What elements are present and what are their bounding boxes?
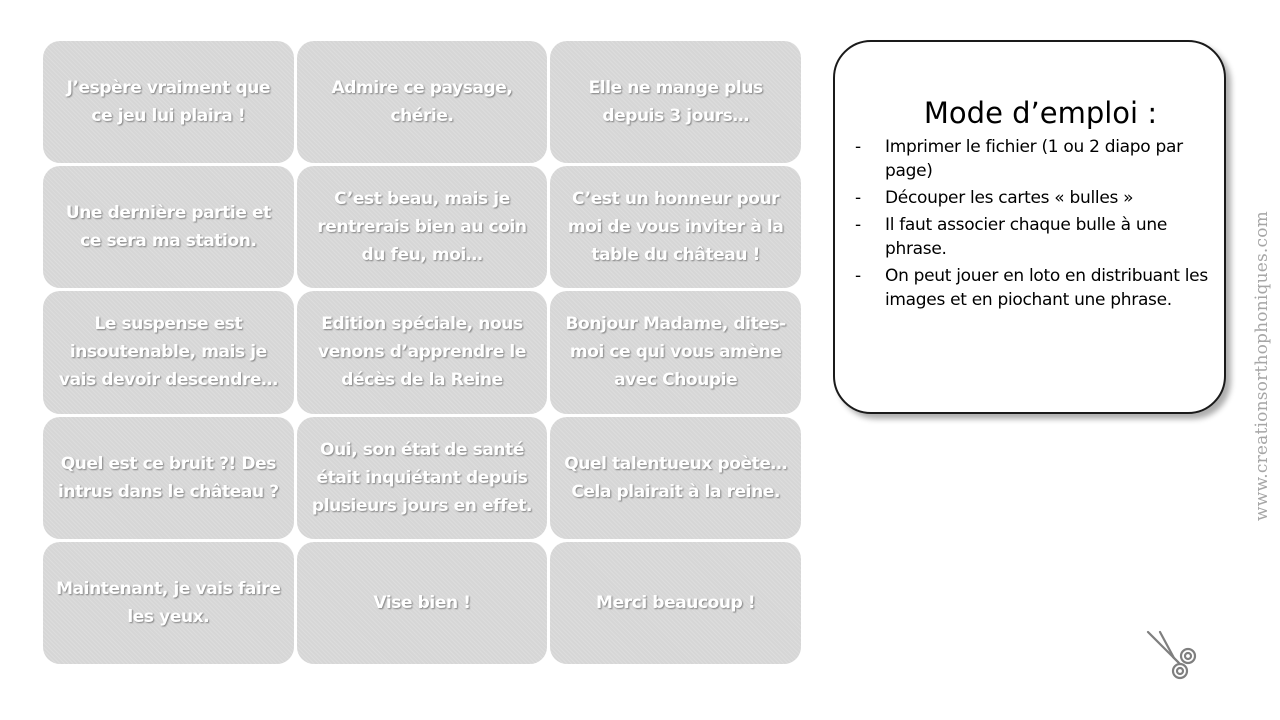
instruction-text: Imprimer le fichier (1 ou 2 diapo par pa… — [885, 137, 1183, 181]
speech-card: J’espère vraiment que ce jeu lui plaira … — [43, 41, 294, 164]
dash-bullet: - — [855, 188, 861, 208]
instruction-item: - On peut jouer en loto en distribuant le… — [849, 264, 1214, 312]
card-text: Une dernière partie et ce sera ma statio… — [65, 203, 271, 252]
speech-card: Le suspense est insoutenable, mais je va… — [43, 291, 294, 414]
speech-card: Admire ce paysage, chérie. — [296, 41, 548, 164]
instructions-box: Mode d’emploi : - Imprimer le fichier (1 … — [833, 40, 1226, 414]
card-text: Vise bien ! — [373, 592, 471, 613]
speech-card: Maintenant, je vais faire les yeux. — [43, 541, 294, 664]
speech-card: Vise bien ! — [296, 541, 548, 664]
instruction-text: Découper les cartes « bulles » — [885, 188, 1134, 208]
card-text: Quel est ce bruit ?! Des intrus dans le … — [57, 453, 279, 502]
card-text: Elle ne mange plus depuis 3 jours… — [588, 78, 764, 127]
instruction-item: - Imprimer le fichier (1 ou 2 diapo par p… — [849, 135, 1214, 183]
card-text: Merci beaucoup ! — [596, 592, 756, 613]
instruction-item: - Il faut associer chaque bulle à une phr… — [849, 213, 1214, 261]
card-text: Bonjour Madame, dites-moi ce qui vous am… — [565, 314, 787, 391]
speech-card: Quel est ce bruit ?! Des intrus dans le … — [43, 416, 294, 539]
speech-card: Edition spéciale, nous venons d’apprendr… — [296, 291, 548, 414]
card-text: Maintenant, je vais faire les yeux. — [56, 578, 281, 627]
speech-card: C’est beau, mais je rentrerais bien au c… — [296, 166, 548, 289]
card-text: C’est beau, mais je rentrerais bien au c… — [317, 189, 527, 266]
card-text: C’est un honneur pour moi de vous invite… — [567, 189, 784, 266]
speech-card: Elle ne mange plus depuis 3 jours… — [550, 41, 801, 164]
watermark-text: www.creationsorthophoniques.com — [1252, 211, 1272, 521]
scissors-icon — [1146, 630, 1197, 680]
card-text: Oui, son état de santé était inquiétant … — [311, 439, 533, 516]
instruction-text: Il faut associer chaque bulle à une phra… — [885, 215, 1168, 259]
card-text: Admire ce paysage, chérie. — [331, 78, 513, 127]
speech-card: Quel talentueux poète… Cela plairait à l… — [550, 416, 801, 539]
card-text: Edition spéciale, nous venons d’apprendr… — [318, 314, 526, 391]
card-text: Le suspense est insoutenable, mais je va… — [58, 314, 278, 391]
instructions-title: Mode d’emploi : — [923, 96, 1158, 130]
card-text: J’espère vraiment que ce jeu lui plaira … — [66, 78, 271, 127]
dash-bullet: - — [855, 215, 861, 235]
card-grid: J’espère vraiment que ce jeu lui plaira … — [43, 41, 801, 664]
speech-card: Merci beaucoup ! — [550, 541, 801, 664]
speech-card: Oui, son état de santé était inquiétant … — [296, 416, 548, 539]
instruction-text: On peut jouer en loto en distribuant les… — [885, 266, 1208, 310]
card-text: Quel talentueux poète… Cela plairait à l… — [564, 453, 788, 502]
dash-bullet: - — [855, 137, 861, 157]
speech-card: C’est un honneur pour moi de vous invite… — [550, 166, 801, 289]
speech-card: Bonjour Madame, dites-moi ce qui vous am… — [550, 291, 801, 414]
dash-bullet: - — [855, 266, 861, 286]
speech-card: Une dernière partie et ce sera ma statio… — [43, 166, 294, 289]
instruction-item: - Découper les cartes « bulles » — [849, 186, 1214, 210]
instructions-list: - Imprimer le fichier (1 ou 2 diapo par p… — [849, 135, 1214, 312]
